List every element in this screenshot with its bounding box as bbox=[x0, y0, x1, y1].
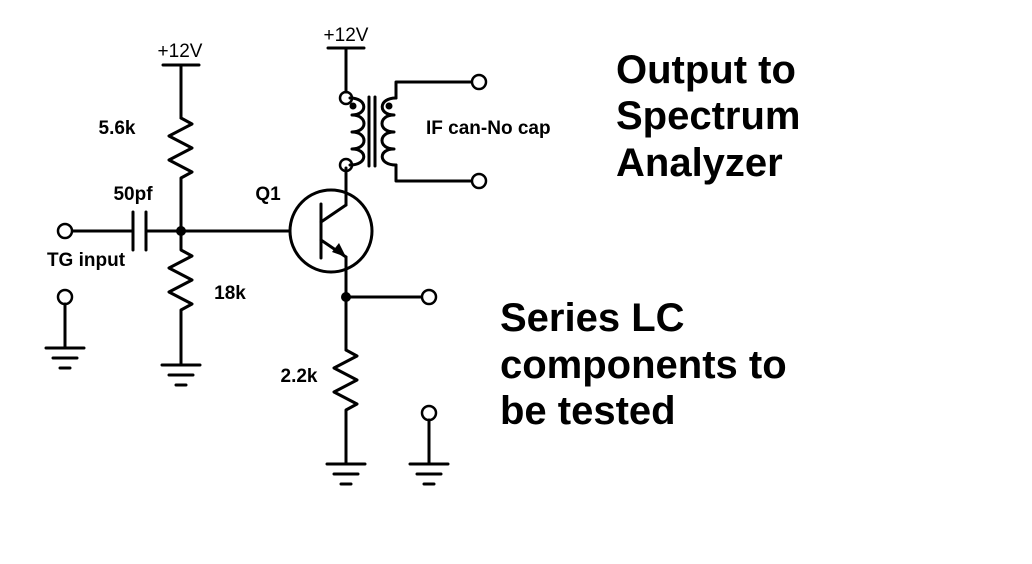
output-terminal-bottom[interactable] bbox=[470, 172, 488, 190]
transistor-label: Q1 bbox=[255, 184, 281, 205]
resistor-5k6-label: 5.6k bbox=[99, 118, 136, 139]
resistor-18k bbox=[167, 229, 194, 367]
capacitor-50pf bbox=[70, 210, 292, 252]
tg-input-terminal[interactable] bbox=[56, 222, 74, 240]
resistor-18k-label: 18k bbox=[214, 283, 246, 304]
transformer-label: IF can-No cap bbox=[426, 118, 551, 139]
transistor-q1 bbox=[288, 166, 374, 352]
lc-terminal-top[interactable] bbox=[420, 288, 438, 306]
resistor-2k2-label: 2.2k bbox=[281, 366, 318, 387]
tg-ground-terminal[interactable] bbox=[56, 288, 74, 306]
if-can-transformer bbox=[338, 80, 474, 183]
lc-annotation-line: components to bbox=[500, 343, 787, 387]
lc-terminal-ground[interactable] bbox=[420, 404, 438, 422]
supply-rail-right bbox=[326, 46, 366, 94]
resistor-2k2 bbox=[332, 328, 359, 466]
lc-annotation-line: Series LC bbox=[500, 296, 685, 340]
ground-symbol-bias bbox=[160, 363, 202, 387]
rail-label-left: +12V bbox=[158, 41, 203, 62]
lc-annotation: Series LC components to be tested bbox=[500, 296, 787, 433]
supply-rail-left bbox=[161, 63, 201, 120]
output-annotation-line: Output to bbox=[616, 48, 796, 92]
ground-symbol-tg bbox=[44, 302, 86, 370]
rail-label-right: +12V bbox=[324, 25, 369, 46]
tg-input-label: TG input bbox=[47, 250, 126, 271]
output-annotation: Output to Spectrum Analyzer bbox=[616, 48, 801, 185]
resistor-5k6 bbox=[167, 116, 194, 233]
ground-symbol-lc bbox=[408, 418, 450, 486]
lc-annotation-line: be tested bbox=[500, 389, 676, 433]
output-annotation-line: Spectrum bbox=[616, 94, 801, 138]
output-terminal-top[interactable] bbox=[470, 73, 488, 91]
ground-symbol-emitter bbox=[325, 462, 367, 486]
output-annotation-line: Analyzer bbox=[616, 141, 783, 185]
capacitor-label: 50pf bbox=[113, 184, 153, 205]
